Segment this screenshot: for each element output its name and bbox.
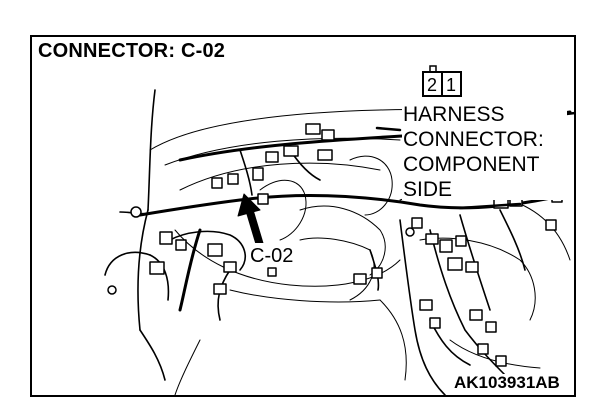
connector-blocks <box>107 123 563 367</box>
diagram-frame <box>30 35 576 397</box>
pin-number-box: 2 1 <box>422 65 462 97</box>
harness-label-line-4: SIDE <box>403 178 452 201</box>
pin-number-2: 2 <box>427 75 437 95</box>
page-title: CONNECTOR: C-02 <box>38 40 226 62</box>
harness-label-line-2: CONNECTOR: <box>403 128 544 151</box>
figure-code: AK103931AB <box>452 373 562 392</box>
callout-backdrop <box>250 243 302 265</box>
harness-label-line-1: HARNESS <box>403 103 505 126</box>
harness-label-backdrop <box>402 100 567 200</box>
harness-connector-label: HARNESS CONNECTOR: COMPONENT SIDE <box>403 103 544 201</box>
harness-label-line-3: COMPONENT <box>403 153 540 176</box>
connector-callout-label: C-02 <box>250 245 293 267</box>
pin-number-1: 1 <box>446 75 456 95</box>
